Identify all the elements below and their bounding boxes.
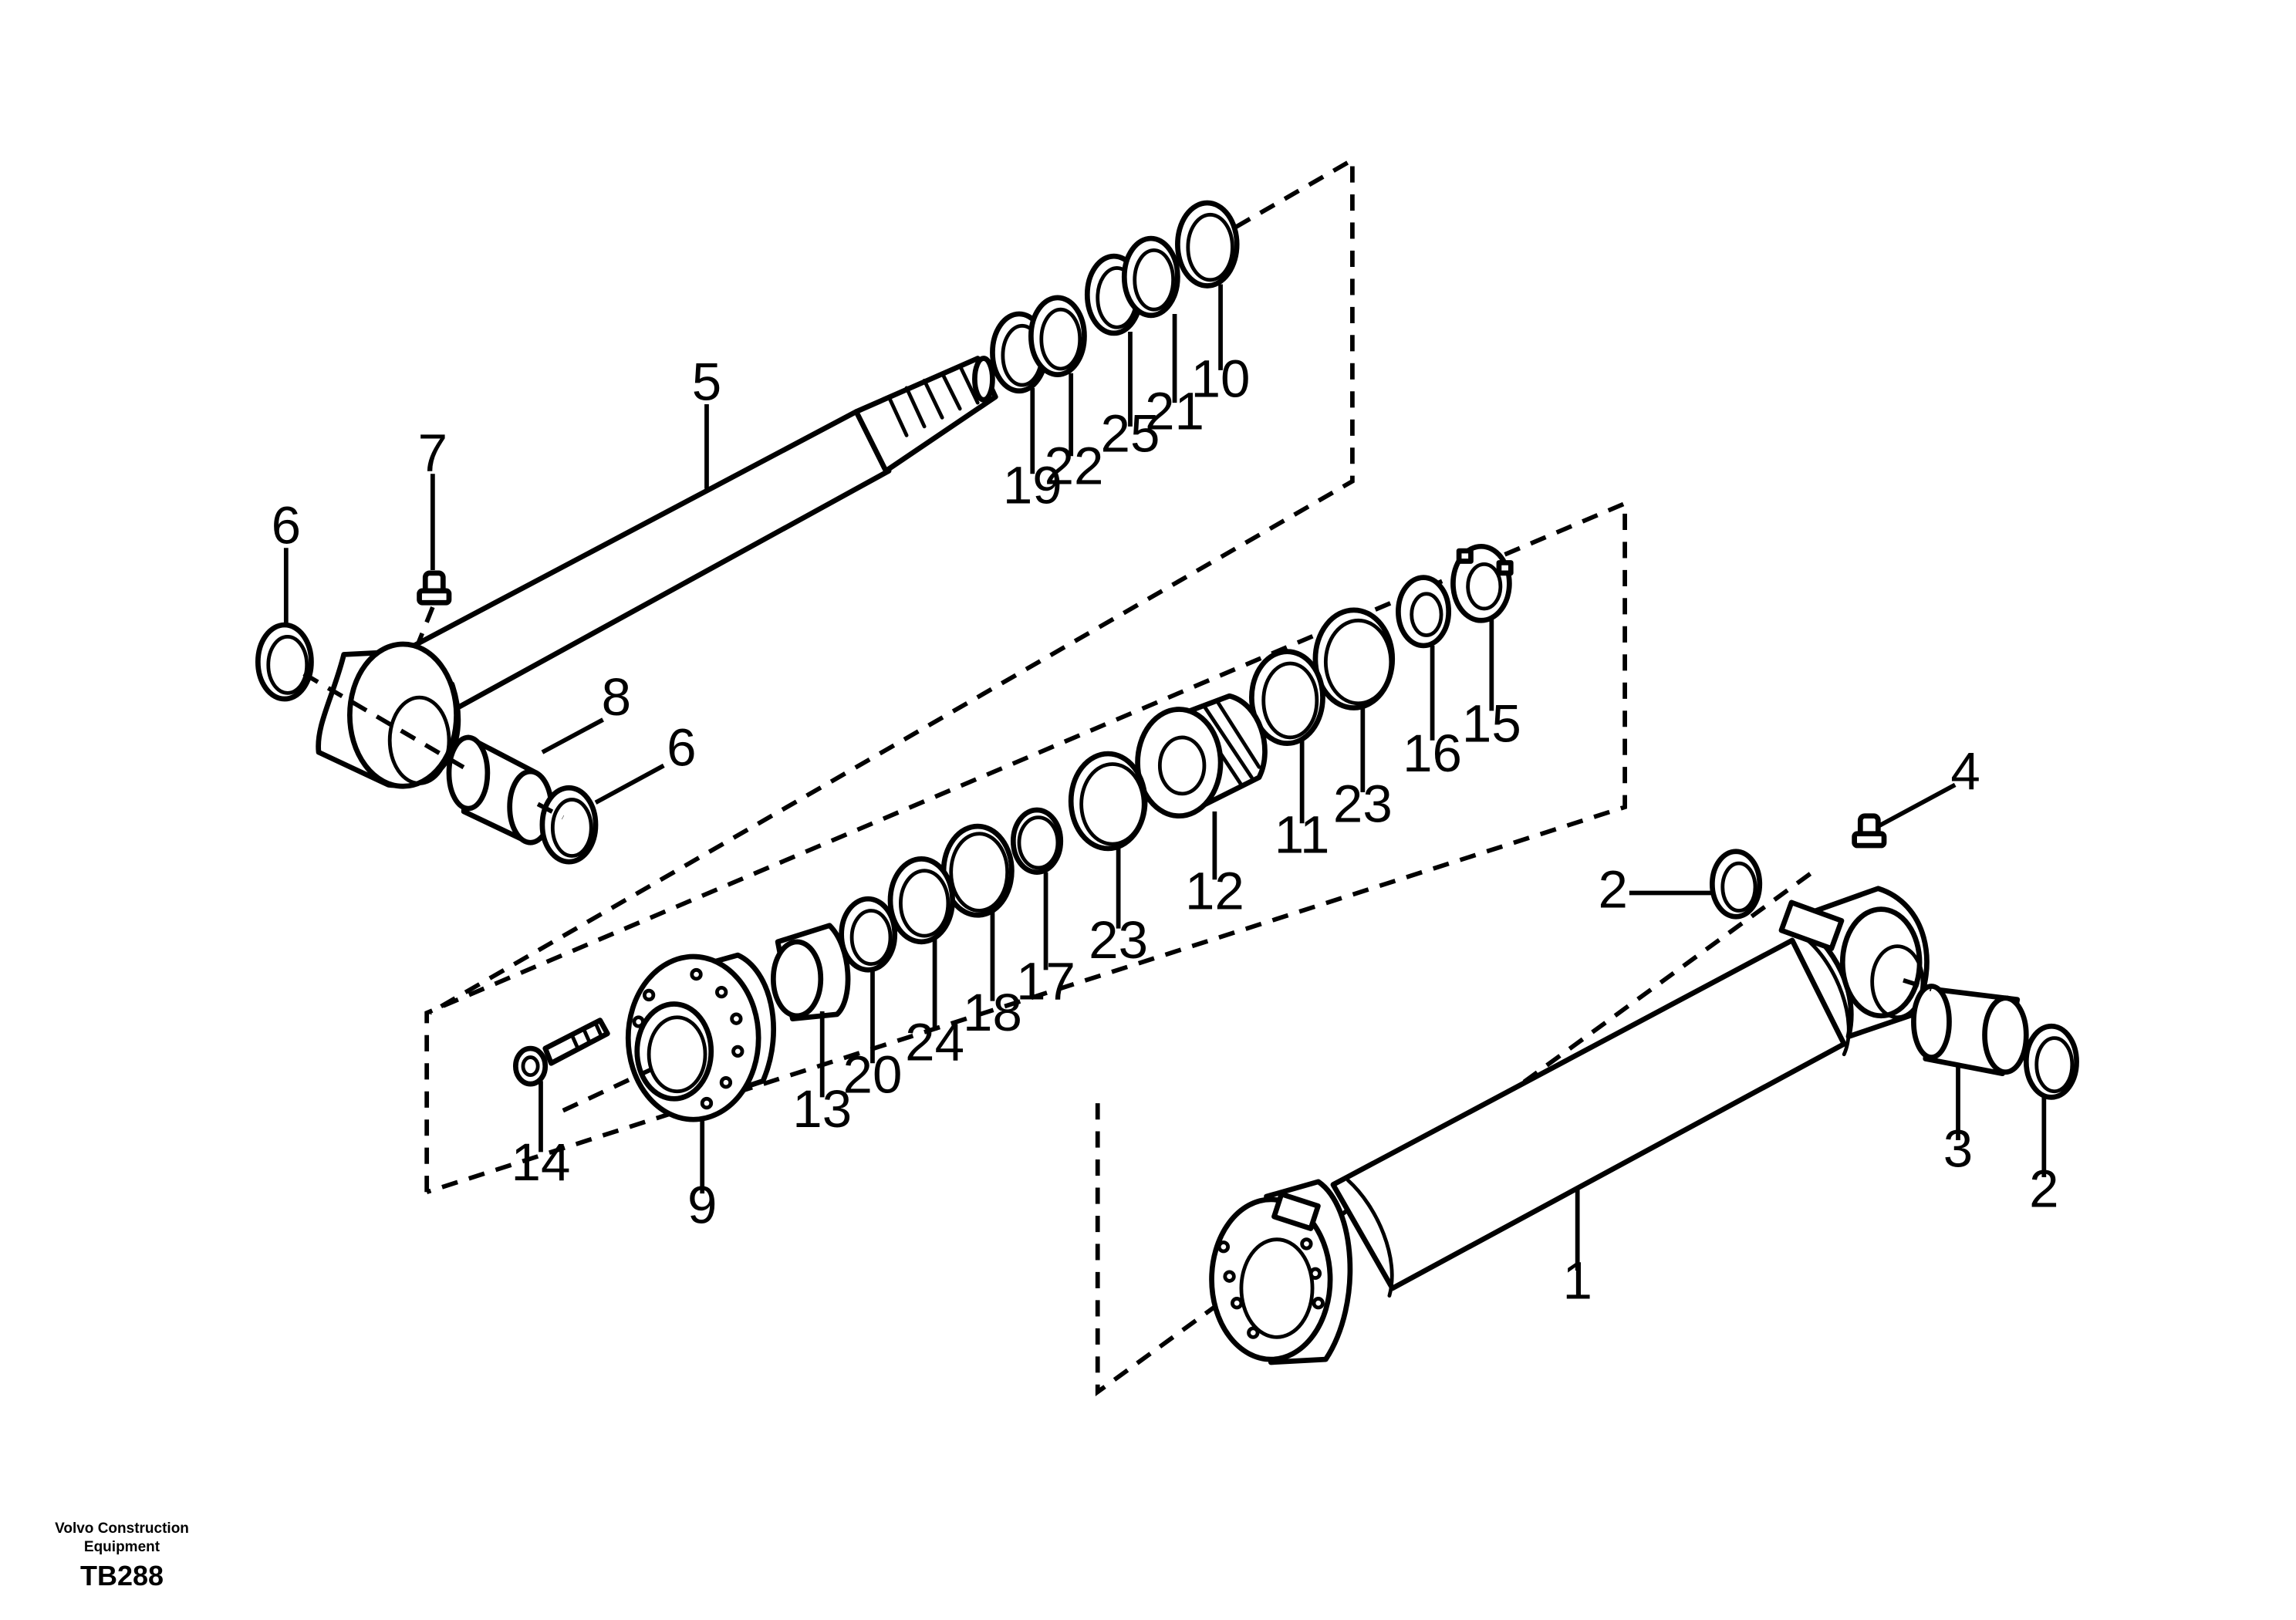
wear-ring-23-left	[1068, 751, 1148, 852]
piston-nut-15	[1450, 543, 1514, 623]
cylinder-assembly-outline	[1095, 869, 1816, 1397]
callout-5: 5	[692, 351, 721, 411]
callout-10: 10	[1191, 348, 1251, 408]
grease-nipple-7	[417, 570, 452, 606]
callout-24: 24	[905, 1011, 964, 1072]
callout-6-left: 6	[272, 494, 301, 555]
callout-4: 4	[1950, 741, 1980, 801]
callout-18: 18	[963, 982, 1022, 1042]
rod-assembly-outline	[381, 156, 1355, 1015]
socket-bolt-14	[512, 1018, 610, 1087]
callout-6-right: 6	[667, 717, 696, 777]
seal-ring-10	[1175, 200, 1240, 289]
bushing-8	[446, 734, 554, 845]
callout-23-left: 23	[1089, 910, 1148, 970]
footer-block: Volvo Construction Equipment TB288	[29, 1520, 214, 1592]
piston-rod	[316, 356, 998, 789]
callout-14: 14	[512, 1132, 571, 1192]
cylinder-head-9	[625, 952, 776, 1122]
callout-20: 20	[843, 1045, 903, 1105]
dust-seal-6-left	[255, 622, 314, 702]
o-ring-24	[887, 856, 955, 945]
cylinder-tube	[1209, 886, 1930, 1365]
wear-ring-23-right	[1312, 607, 1396, 710]
callout-2-upper: 2	[1599, 859, 1628, 920]
piston-seal-11	[1249, 649, 1325, 746]
callout-7: 7	[418, 422, 447, 482]
callout-22: 22	[1045, 436, 1104, 496]
callout-23-right: 23	[1333, 773, 1393, 833]
callout-labels: 1 2 2 3 4 5 6 6 7 8 9 10 11 12 13 14 15 …	[272, 348, 2059, 1310]
callout-12: 12	[1185, 861, 1244, 921]
rod-seal-20	[839, 896, 898, 973]
seal-ring-21	[1121, 235, 1180, 319]
rod-eye-axis-2	[536, 802, 565, 820]
callout-25: 25	[1101, 403, 1160, 463]
rod-eye-axis	[302, 671, 470, 772]
callout-19: 19	[1003, 455, 1062, 515]
grease-axis-7	[413, 606, 435, 653]
o-ring-17	[1010, 807, 1064, 875]
seal-ring-22	[1028, 295, 1087, 378]
callout-1: 1	[1562, 1250, 1592, 1310]
callout-2-lower: 2	[2029, 1158, 2058, 1218]
bushing-3	[1911, 984, 2029, 1077]
dust-seal-2-lower	[2023, 1023, 2079, 1100]
callout-11: 11	[1275, 805, 1330, 865]
callout-13: 13	[792, 1078, 852, 1139]
callout-15: 15	[1462, 694, 1521, 754]
cyl-eye-axis	[1903, 978, 1933, 992]
callout-17: 17	[1016, 951, 1075, 1011]
callout-8: 8	[602, 667, 631, 727]
brand-line-2: Equipment	[83, 1539, 160, 1555]
dust-seal-2-upper	[1709, 849, 1763, 920]
leader-lines	[283, 284, 2047, 1271]
brand-line-1: Volvo Construction	[55, 1520, 189, 1537]
callout-3: 3	[1943, 1119, 1973, 1179]
piston-12	[1135, 693, 1268, 819]
bushing-13	[770, 923, 851, 1022]
drawing-code: TB288	[80, 1560, 164, 1591]
grease-nipple-4	[1852, 813, 1887, 849]
piston-assembly-outline	[424, 500, 1627, 1194]
dust-seal-6-right	[539, 785, 599, 865]
callout-21: 21	[1145, 381, 1204, 441]
washer-16	[1396, 575, 1452, 649]
callout-16: 16	[1403, 723, 1462, 783]
callout-9: 9	[687, 1175, 717, 1235]
